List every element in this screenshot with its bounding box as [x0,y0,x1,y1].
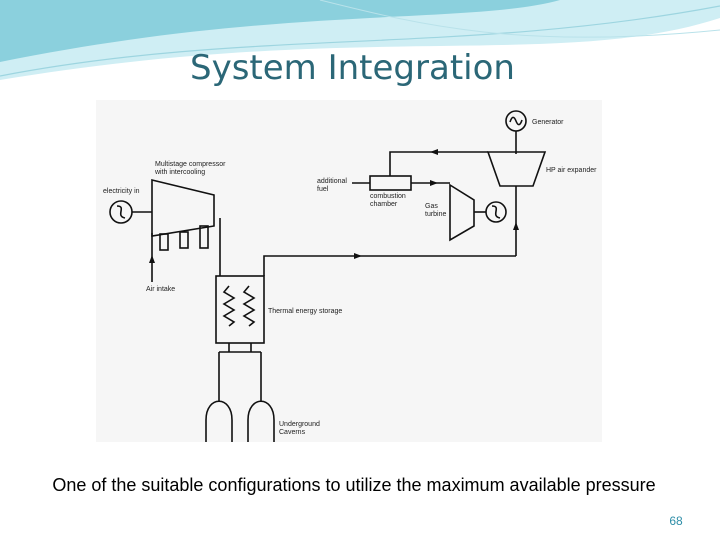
flow-arrow [354,253,362,259]
flow-arrow [430,149,438,155]
label-combustion-chamber: chamber [370,201,398,208]
label-additional-fuel: additional [317,178,347,185]
turbine-generator-wave [491,205,501,219]
label-hp-air-expander: HP air expander [546,167,597,174]
intercooler [179,231,189,249]
pipe-storage-to-expander [263,255,516,276]
intercooler [159,233,169,251]
label-compressor: Multistage compressor [155,161,226,168]
label-thermal-energy-storage: Thermal energy storage [268,308,342,315]
label-air-intake: Air intake [146,286,175,293]
label-electricity-in: electricity in [103,188,140,195]
label-gas-turbine: Gas [425,203,438,210]
diagram-caption: One of the suitable configurations to ut… [52,475,656,495]
storage-coil-right [242,285,256,327]
underground-cavern [247,400,275,442]
label-underground-caverns: Caverns [279,429,306,436]
turbine-generator-symbol [485,201,507,223]
combustion-chamber [369,175,412,191]
label-generator: Generator [532,119,564,126]
header-line [0,5,720,77]
page-number: 68 [669,514,683,528]
intercooler [199,225,209,249]
generator-wave [509,116,523,126]
diagram-canvas: Generator HP air expander additional fue… [103,110,597,442]
storage-coil-left [222,285,236,327]
multistage-compressor [151,178,215,237]
header-decoration [0,0,720,80]
pipe-expander-to-chamber [389,151,488,176]
label-combustion-chamber: combustion [370,193,406,200]
flow-arrow [513,222,519,230]
label-additional-fuel: fuel [317,186,329,193]
compressor-motor-wave [116,205,126,219]
hp-air-expander [486,151,547,187]
label-gas-turbine: turbine [425,211,447,218]
system-diagram: Generator HP air expander additional fue… [96,100,602,442]
thermal-energy-storage [215,275,265,344]
gas-turbine [449,183,475,242]
label-underground-caverns: Underground [279,421,320,428]
label-compressor: with intercooling [154,169,205,176]
slide-title: System Integration [190,48,515,88]
flow-arrow [430,180,438,186]
header-swoosh-teal [0,0,560,62]
header-line [319,0,720,38]
flow-arrow [149,255,155,263]
underground-cavern [205,400,233,442]
